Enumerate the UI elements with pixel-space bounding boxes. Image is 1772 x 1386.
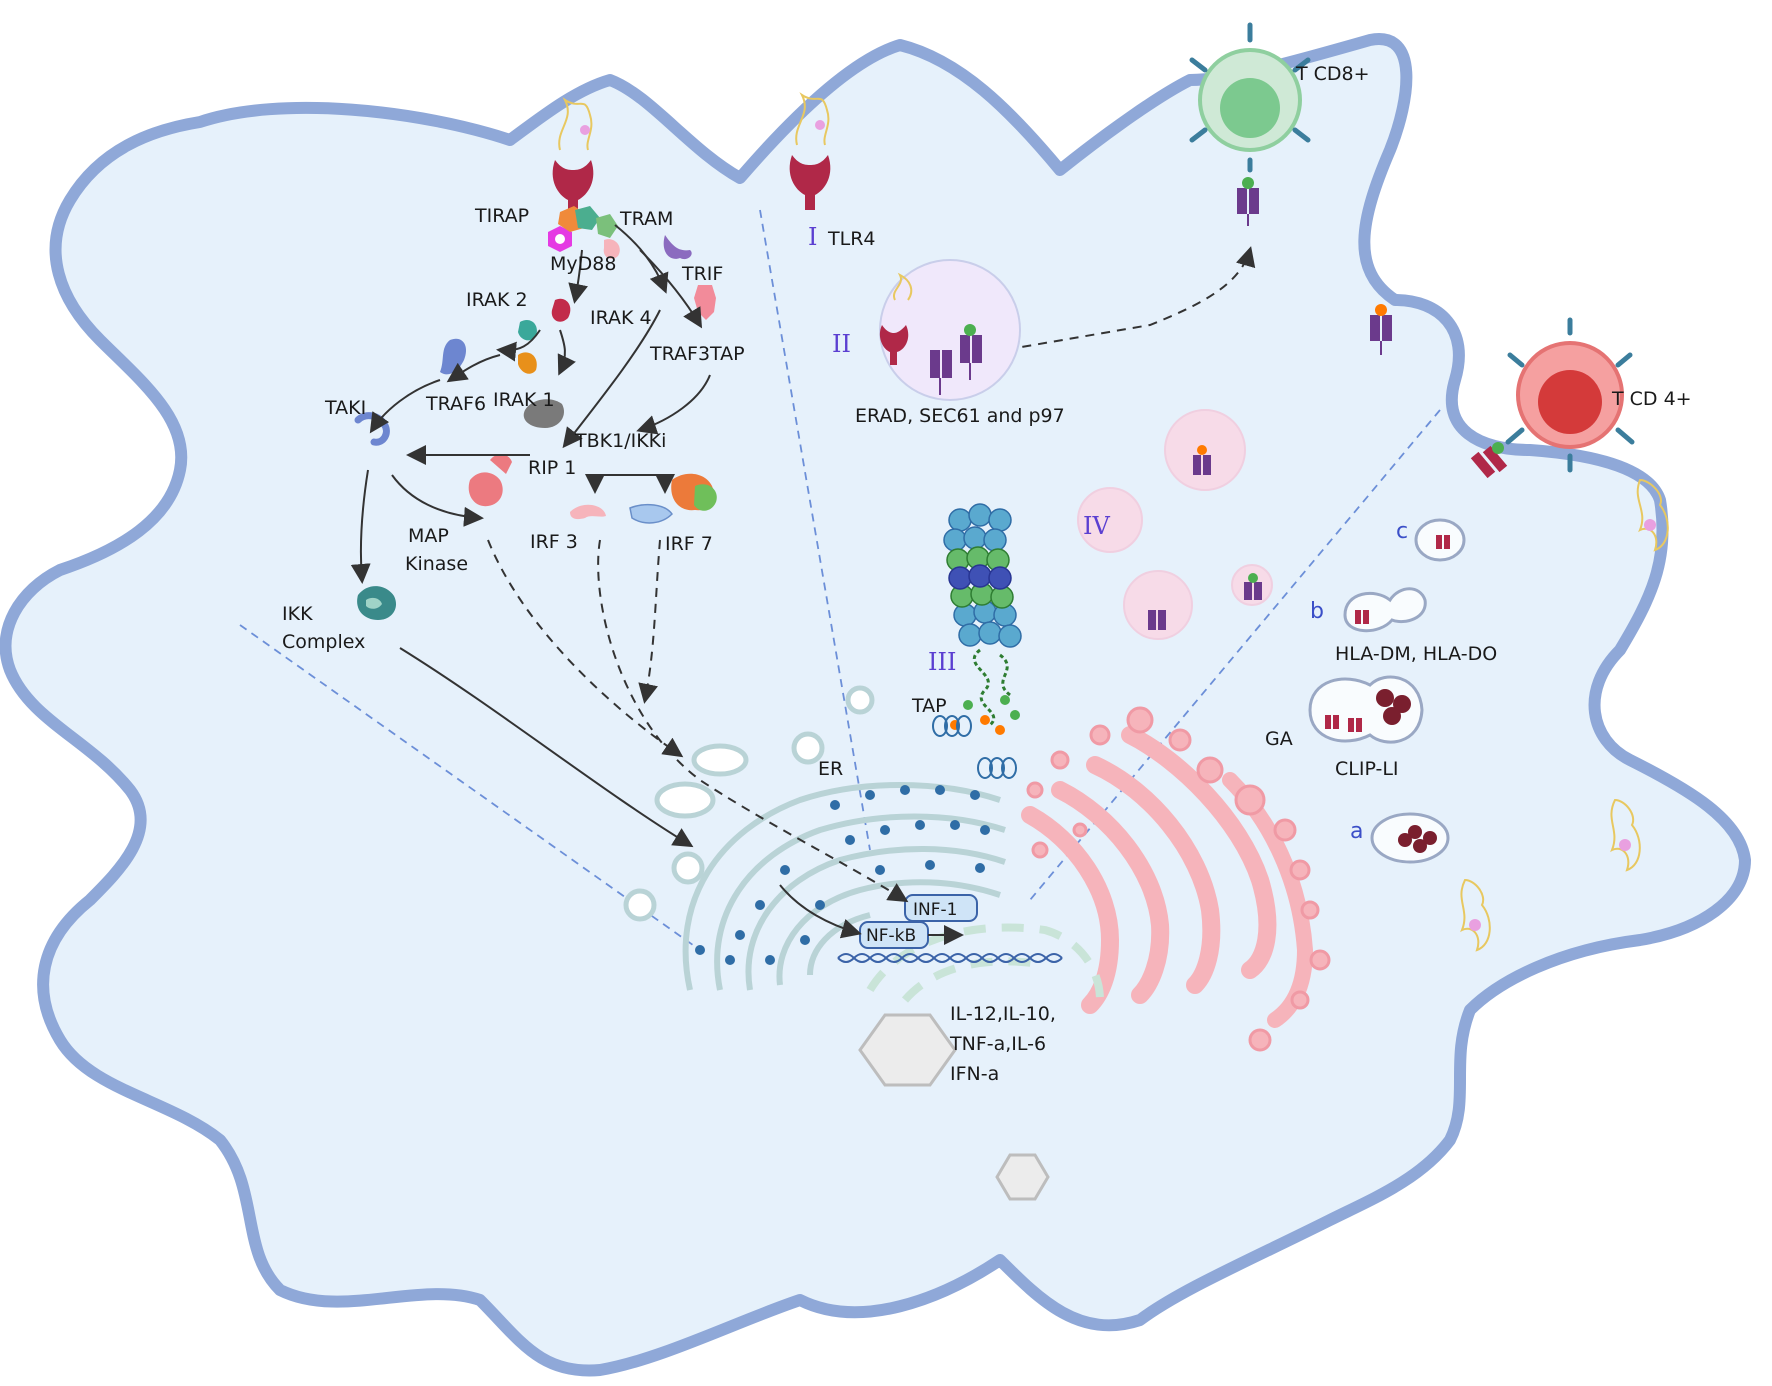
section-label-ii: II [832,330,851,358]
endoplasmic-reticulum [682,782,1104,1003]
label-irak2: IRAK 2 [466,289,528,311]
section-ii-contents [879,272,982,395]
label-myd88: MyD88 [550,253,616,275]
section-label-iii: III [928,648,956,676]
external-antigens [1460,478,1669,952]
section-iv-vesicles [1077,409,1273,640]
dna-strand [837,953,1063,963]
compartment-b [1343,587,1427,633]
label-traf3tap: TRAF3TAP [649,343,745,365]
label-cytokines-line1: IL-12,IL-10, [950,1003,1056,1025]
label-tcd4: T CD 4+ [1611,388,1692,410]
cytokine-hexagon-small [995,1153,1050,1201]
compartment-letter-b: b [1310,599,1324,624]
adaptor-complex [354,206,717,620]
compartment-letter-a: a [1350,819,1363,844]
label-nfkb: NF-kB [866,926,916,946]
compartment-letter-c: c [1396,519,1408,544]
section-label-i: I [808,223,817,251]
label-map: MAP [408,525,449,547]
label-irf3: IRF 3 [530,531,578,553]
label-irak4: IRAK 4 [590,307,652,329]
label-cytokines-line2: TNF-a,IL-6 [949,1033,1046,1055]
er-ribosomes [695,785,990,965]
er-vesicles [623,685,875,922]
label-hla: HLA-DM, HLA-DO [1335,643,1497,665]
label-irf7: IRF 7 [665,533,713,555]
label-ga: GA [1265,728,1293,750]
label-tcd8: T CD8+ [1295,63,1370,85]
signaling-arrows [350,224,1256,939]
t-cd8-cell [1189,22,1311,173]
lps-ligand-middle [795,92,830,146]
compartment-a [1370,812,1450,864]
label-inf1: INF-1 [913,900,957,920]
label-tap: TAP [911,695,947,717]
label-taki: TAKI [324,397,366,419]
label-tbk1: TBK1/IKKi [574,430,666,452]
label-rip1: RIP 1 [528,457,576,479]
label-trif: TRIF [681,263,723,285]
mhc-class-ii-surface [1370,304,1392,355]
t-cd4-cell [1505,317,1635,473]
label-kinase: Kinase [405,553,468,575]
tlr4-receptor-left [552,160,594,215]
proteasome [943,503,1022,727]
compartment-clip [1308,675,1424,744]
lps-ligand-left [558,97,593,151]
label-complex: Complex [282,631,365,653]
label-tirap: TIRAP [474,205,529,227]
section-label-iv: IV [1083,512,1110,540]
inf1-box [904,894,978,922]
mhc-ii-tcr-contact [1470,442,1508,479]
cytokine-hexagon-large [858,1013,957,1087]
label-tlr4: TLR4 [827,228,875,250]
tap-transporter [932,715,1017,779]
label-cytokines-line3: IFN-a [950,1063,999,1085]
mhc-class-i-surface [1237,177,1259,226]
label-clip: CLIP-LI [1335,758,1399,780]
golgi-apparatus [1021,706,1331,1052]
tlr4-receptor-middle [789,155,831,210]
compartment-c [1414,518,1466,562]
label-er: ER [818,758,843,780]
label-erad: ERAD, SEC61 and p97 [855,405,1065,427]
label-traf6: TRAF6 [425,393,486,415]
section-ii-vesicle [879,259,1021,401]
label-ikk: IKK [282,603,313,625]
label-irak1: IRAK 1 [493,389,555,411]
label-tram: TRAM [619,208,673,230]
